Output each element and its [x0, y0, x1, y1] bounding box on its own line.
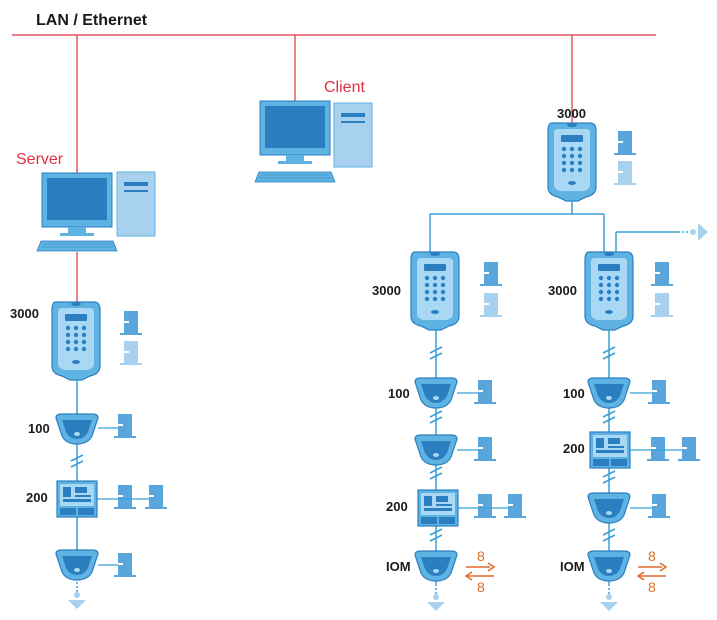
right-reader-2-door-icon [648, 494, 670, 518]
mid-io-out-arrow-icon [466, 562, 496, 572]
right-io-out-arrow-icon [638, 562, 668, 572]
right-3000-door-light-icon [651, 293, 673, 317]
right-controller-200-icon [589, 431, 631, 469]
left-controller-200-icon [56, 480, 98, 518]
right-iom-label: IOM [560, 559, 585, 574]
right-100-door-icon [648, 380, 670, 404]
left-200-door-2-icon [145, 485, 167, 509]
lan-title: LAN / Ethernet [36, 12, 148, 29]
top-3000-door-light-icon [614, 161, 636, 185]
left-3000-door-light-icon [120, 341, 142, 365]
right-ext-arrow-icon [678, 223, 708, 241]
right-io-in-arrow-icon [636, 571, 666, 581]
mid-100-door-icon [474, 380, 496, 404]
mid-io-in-arrow-icon [464, 571, 494, 581]
mid-reader-100-icon [414, 377, 458, 409]
mid-iom-label: IOM [386, 559, 411, 574]
mid-200-door-2-icon [504, 494, 526, 518]
right-200-door-1-icon [647, 437, 669, 461]
left-3000-door-icon [120, 311, 142, 335]
server-icon [36, 171, 156, 252]
right-reader-100-icon [587, 377, 631, 409]
mid-200-door-1-icon [474, 494, 496, 518]
right-reader-2-icon [587, 492, 631, 524]
mid-controller-200-icon [417, 489, 459, 527]
right-3000-label: 3000 [548, 283, 577, 298]
right-io-out-count: 8 [648, 548, 656, 564]
mid-io-in-count: 8 [477, 579, 485, 595]
mid-100-label: 100 [388, 386, 410, 401]
client-label: Client [324, 79, 365, 96]
mid-3000-label: 3000 [372, 283, 401, 298]
server-label: Server [16, 151, 64, 168]
left-reader-100-icon [55, 413, 99, 445]
mid-io-out-count: 8 [477, 548, 485, 564]
right-200-door-2-icon [678, 437, 700, 461]
right-100-label: 100 [563, 386, 585, 401]
mid-terminal-3000-icon [410, 251, 460, 331]
mid-3000-door-light-icon [480, 293, 502, 317]
top-3000-door-icon [614, 131, 636, 155]
right-continue-arrow-icon [599, 583, 619, 612]
left-terminal-3000-icon [51, 301, 101, 381]
left-100-label: 100 [28, 421, 50, 436]
top-3000-label: 3000 [557, 106, 586, 121]
mid-continue-arrow-icon [426, 583, 446, 612]
left-200-label: 200 [26, 490, 48, 505]
left-100-door-icon [114, 414, 136, 438]
right-iom-module-icon [587, 550, 631, 582]
left-3000-label: 3000 [10, 306, 39, 321]
client-computer-icon [254, 100, 373, 183]
mid-iom-module-icon [414, 550, 458, 582]
mid-200-label: 200 [386, 499, 408, 514]
left-200-door-1-icon [114, 485, 136, 509]
mid-reader-2-door-icon [474, 437, 496, 461]
left-continue-arrow-icon [67, 581, 87, 610]
left-reader-bottom-icon [55, 549, 99, 581]
mid-reader-2-icon [414, 434, 458, 466]
right-io-in-count: 8 [648, 579, 656, 595]
right-terminal-3000-icon [584, 251, 634, 331]
right-200-label: 200 [563, 441, 585, 456]
right-3000-door-icon [651, 262, 673, 286]
mid-3000-door-icon [480, 262, 502, 286]
top-terminal-3000-icon [547, 122, 597, 202]
